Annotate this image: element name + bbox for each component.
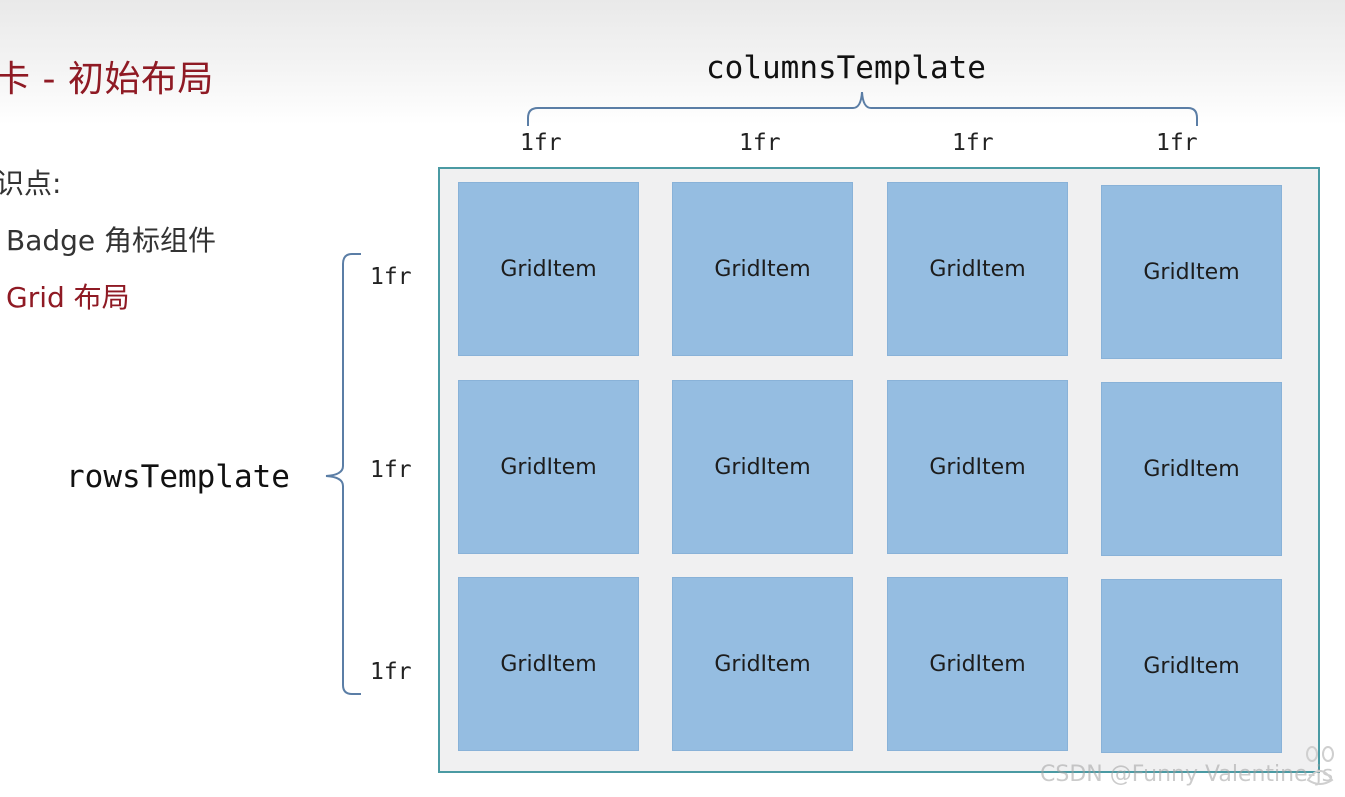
grid-item-r1-c4: GridItem — [1101, 185, 1282, 359]
grid-item-r2-c2: GridItem — [672, 380, 853, 554]
knowledge-points-label: 识点: — [0, 167, 62, 200]
csdn-watermark: CSDN @Funny Valentine-js — [1040, 762, 1334, 787]
grid-container: GridItem GridItem GridItem GridItem Grid… — [438, 167, 1320, 773]
grid-item-r1-c1: GridItem — [458, 182, 639, 356]
column-fraction-3: 1fr — [952, 130, 994, 156]
column-fraction-4: 1fr — [1156, 130, 1198, 156]
columns-brace — [527, 91, 1198, 126]
grid-item-r3-c3: GridItem — [887, 577, 1068, 751]
column-fraction-1: 1fr — [520, 130, 562, 156]
row-fraction-2: 1fr — [370, 457, 412, 483]
title-banner — [0, 0, 1345, 125]
grid-item-r1-c3: GridItem — [887, 182, 1068, 356]
row-fraction-1: 1fr — [370, 264, 412, 290]
grid-item-r2-c1: GridItem — [458, 380, 639, 554]
grid-item-r3-c2: GridItem — [672, 577, 853, 751]
slide-title: 卡 - 初始布局 — [0, 59, 214, 100]
grid-item-r2-c3: GridItem — [887, 380, 1068, 554]
knowledge-item-badge: Badge 角标组件 — [6, 224, 217, 257]
rows-template-label: rowsTemplate — [66, 459, 290, 495]
columns-template-label: columnsTemplate — [706, 50, 986, 86]
rows-brace — [325, 253, 361, 695]
grid-item-r3-c1: GridItem — [458, 577, 639, 751]
grid-item-r2-c4: GridItem — [1101, 382, 1282, 556]
grid-item-r1-c2: GridItem — [672, 182, 853, 356]
knowledge-item-grid: Grid 布局 — [6, 281, 130, 314]
paw-watermark-icon — [1306, 746, 1334, 785]
column-fraction-2: 1fr — [739, 130, 781, 156]
row-fraction-3: 1fr — [370, 659, 412, 685]
grid-item-r3-c4: GridItem — [1101, 579, 1282, 753]
